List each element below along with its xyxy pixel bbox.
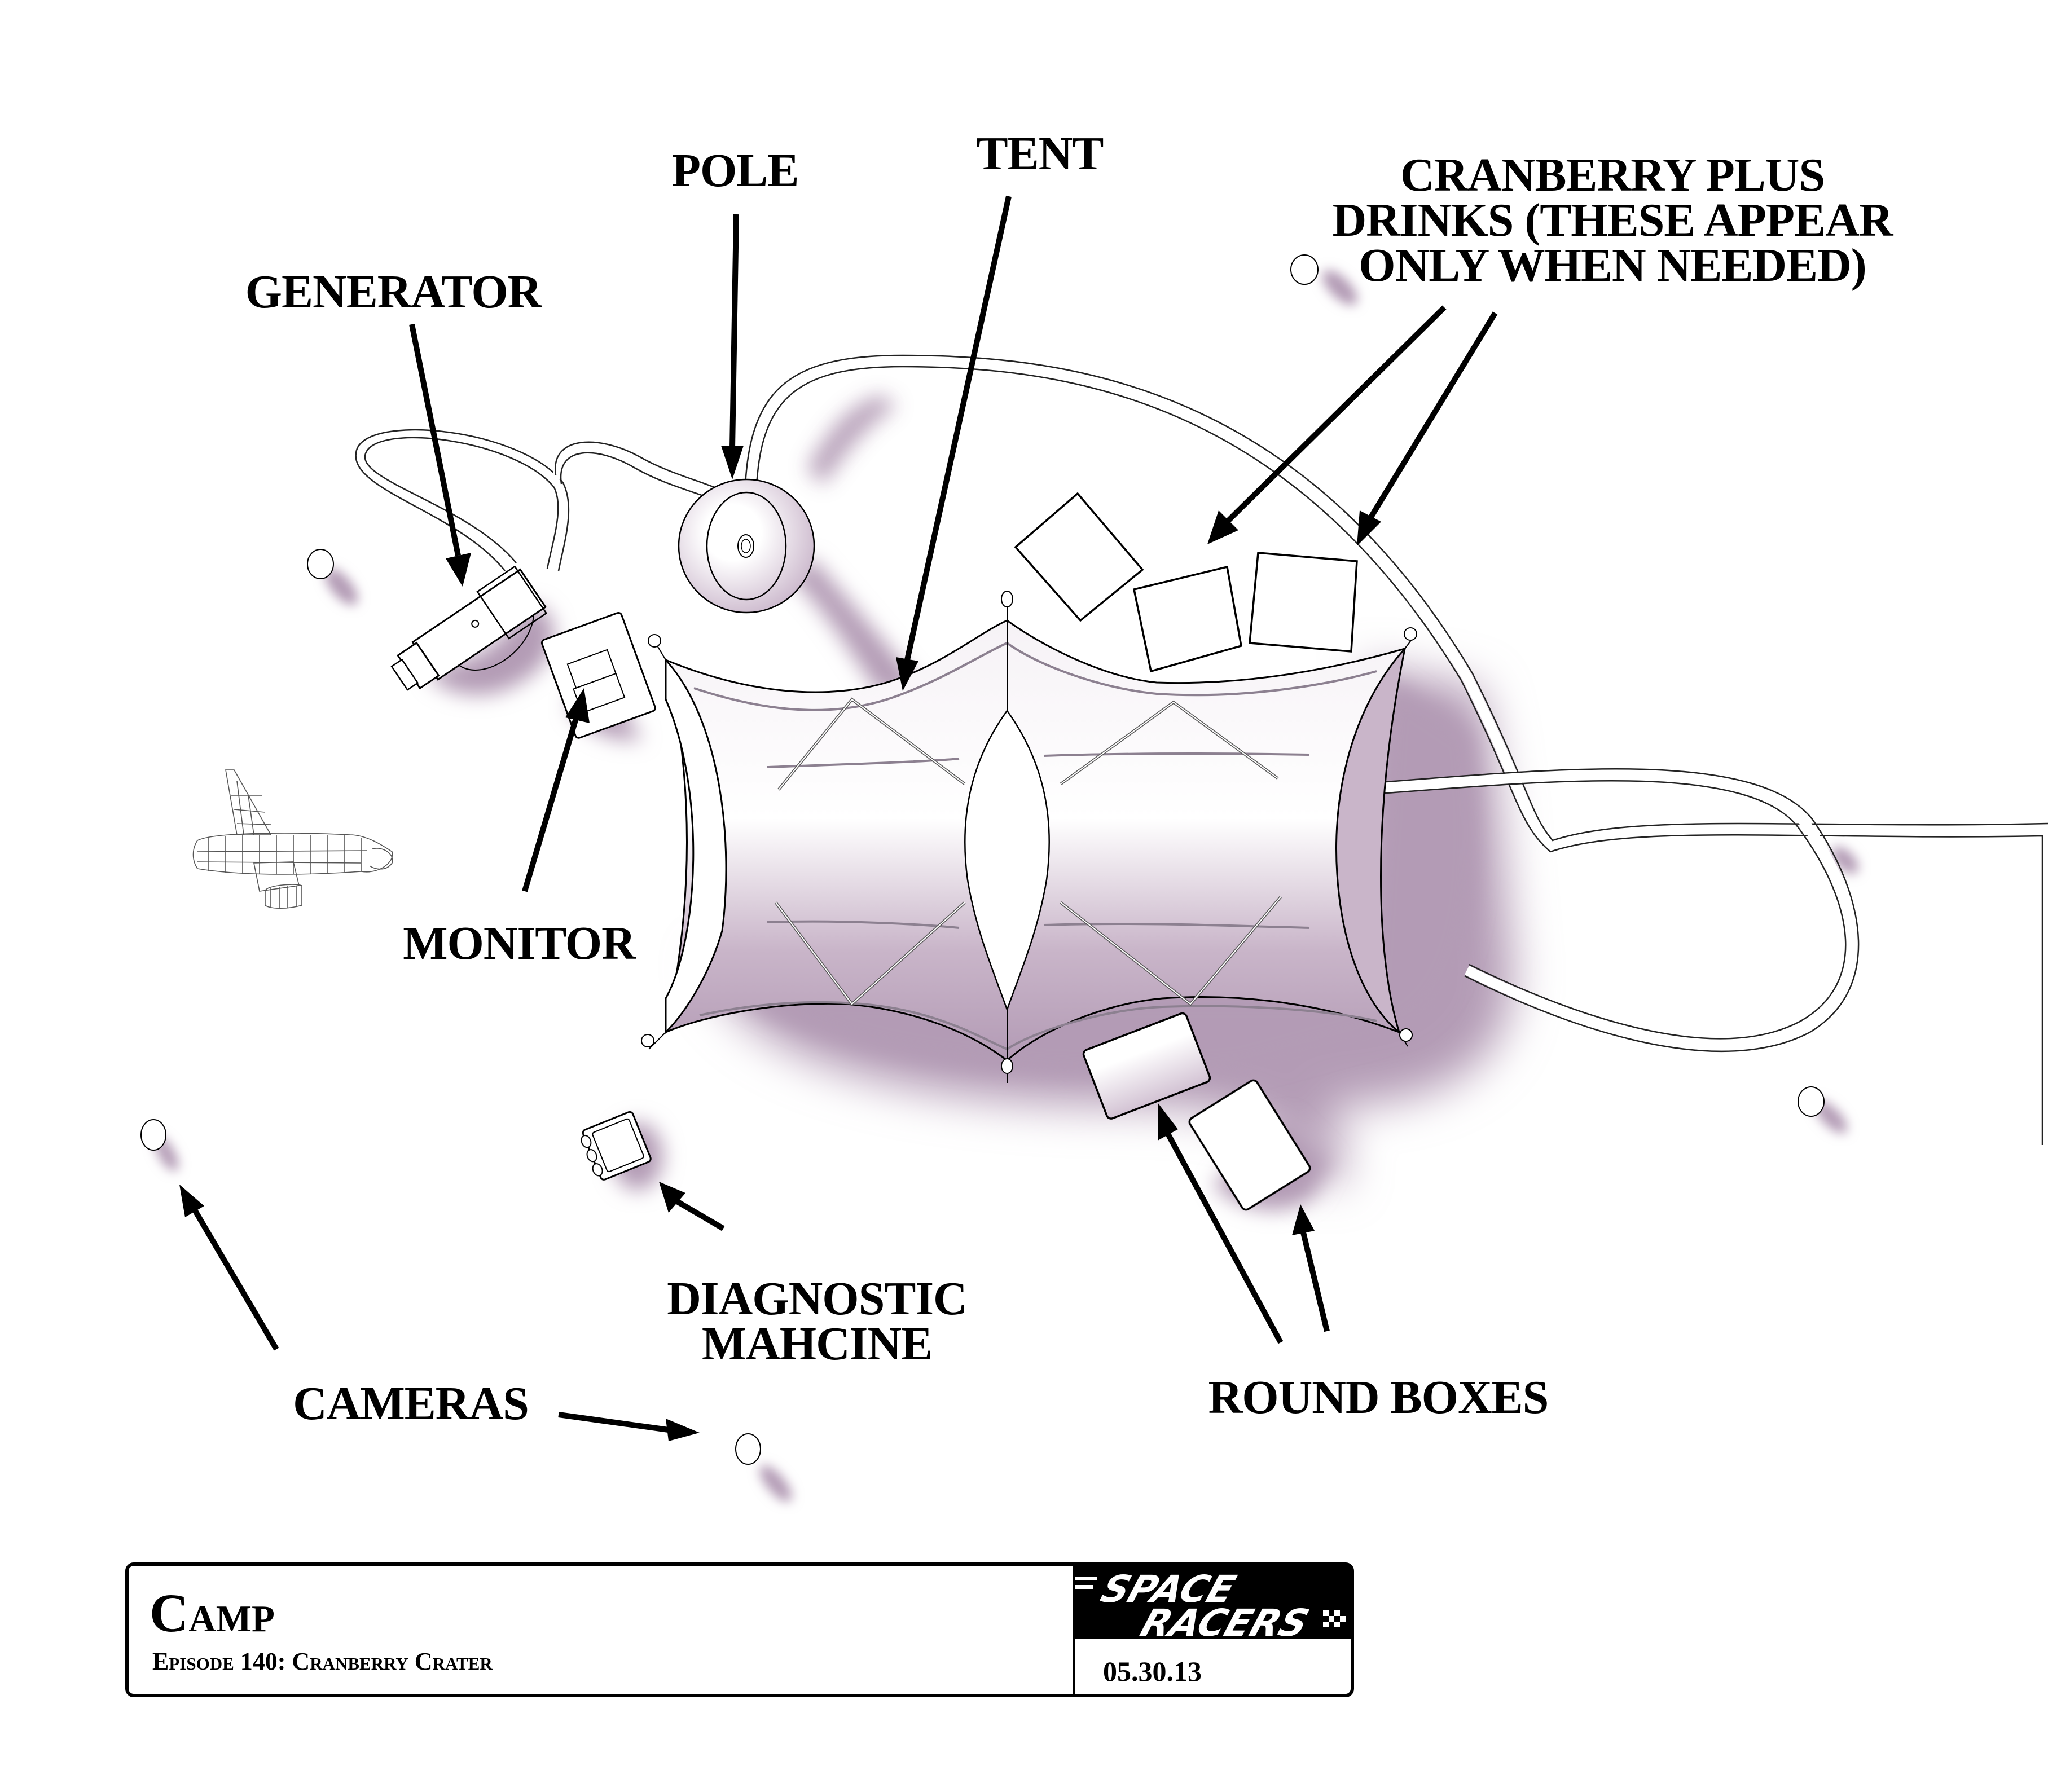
pole xyxy=(678,478,815,614)
monitor xyxy=(540,611,656,739)
generator-arrow xyxy=(409,324,471,587)
tent-stake xyxy=(1399,1028,1413,1042)
camera xyxy=(735,1433,761,1465)
drawing-title: Camp xyxy=(150,1583,275,1643)
label-cranberry-line2: DRINKS (THESE APPEAR xyxy=(1333,194,1894,246)
spaceship-wireframe-icon xyxy=(192,769,393,909)
tent-stakes xyxy=(641,591,1417,1083)
drink-box xyxy=(1014,492,1144,622)
tent-stake xyxy=(648,634,661,648)
label-cameras: CAMERAS xyxy=(293,1377,529,1430)
drink-box xyxy=(1132,565,1243,673)
callout-arrows xyxy=(179,195,1498,1441)
label-round-boxes: ROUND BOXES xyxy=(1208,1371,1549,1424)
logo-line-2: RACERS xyxy=(1136,1601,1315,1645)
logo-speed-lines xyxy=(1075,1577,1097,1589)
camera xyxy=(140,1119,166,1151)
label-monitor: MONITOR xyxy=(403,917,636,970)
round-box xyxy=(1188,1079,1311,1211)
diagnostic-machine xyxy=(581,1111,652,1181)
pole-arrow xyxy=(721,214,744,479)
cameras-arrow-2 xyxy=(558,1412,700,1441)
tent-right-door xyxy=(1335,645,1407,1035)
cameras-arrow-1 xyxy=(179,1185,279,1351)
logo-line-1: SPACE xyxy=(1096,1568,1241,1611)
round-boxes-arrow-1 xyxy=(1158,1103,1284,1344)
tent-arrow xyxy=(896,195,1012,691)
title-block: Camp Episode 140: Cranberry Crater SPACE… xyxy=(125,1562,1354,1697)
camera xyxy=(1290,254,1319,285)
tent-stake xyxy=(1404,627,1417,641)
power-cables xyxy=(355,354,2048,1145)
label-diagnostic-line1: DIAGNOSTIC xyxy=(667,1273,966,1325)
space-racers-logo: SPACE RACERS xyxy=(1096,1568,1315,1645)
generator xyxy=(390,565,548,691)
camera xyxy=(307,549,334,579)
tent-ribs xyxy=(775,697,1282,1006)
cameras xyxy=(140,254,1825,1465)
cable-shadow-top xyxy=(807,395,897,485)
tent-left-door xyxy=(665,658,727,1034)
drink-box xyxy=(1249,552,1358,653)
pole-socket xyxy=(737,534,754,558)
label-cranberry-line3: ONLY WHEN NEEDED) xyxy=(1359,239,1866,292)
drawing-subtitle: Episode 140: Cranberry Crater xyxy=(152,1648,493,1675)
label-tent: TENT xyxy=(977,127,1104,180)
drawing-date: 05.30.13 xyxy=(1103,1655,1202,1687)
camera xyxy=(1798,1086,1825,1117)
label-diagnostic-line2: MAHCINE xyxy=(702,1318,932,1370)
pole-base-inner xyxy=(706,491,787,601)
logo-background xyxy=(1074,1564,1352,1639)
round-boxes-arrow-2 xyxy=(1292,1204,1330,1332)
monitor-arrow xyxy=(522,688,590,892)
pole-shadow-trail xyxy=(790,558,925,694)
label-pole: POLE xyxy=(672,144,799,197)
tent-stake xyxy=(1001,591,1013,607)
drinks-arrow-1 xyxy=(1207,305,1447,544)
label-generator: GENERATOR xyxy=(245,266,543,318)
checkered-flag-icon xyxy=(1323,1610,1346,1627)
drinks-arrow-2 xyxy=(1357,311,1498,546)
tent xyxy=(641,591,1417,1083)
diagnostic-arrow xyxy=(659,1182,725,1231)
round-box xyxy=(1082,1012,1211,1120)
round-boxes xyxy=(1082,1012,1311,1211)
tent-stake xyxy=(641,1034,654,1047)
generator-shadow xyxy=(429,604,554,695)
callout-labels: GENERATOR POLE TENT CRANBERRY PLUS DRINK… xyxy=(245,127,1895,1430)
label-cranberry-line1: CRANBERRY PLUS xyxy=(1400,149,1825,201)
cranberry-plus-drinks xyxy=(1014,492,1358,673)
tent-stake xyxy=(1001,1058,1013,1074)
